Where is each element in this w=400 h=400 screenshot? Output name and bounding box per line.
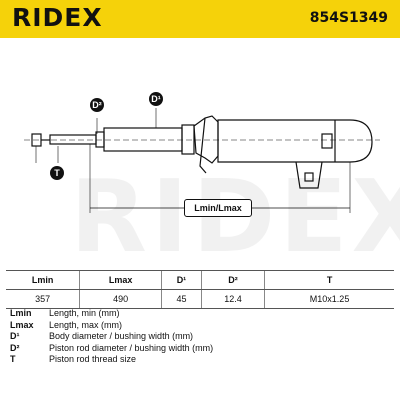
- brand-header: RIDEX 854S1349: [0, 0, 400, 38]
- spec-value: 45: [160, 289, 202, 309]
- legend-item: D¹ Body diameter / bushing width (mm): [10, 331, 213, 343]
- brand-logo: RIDEX: [12, 3, 103, 32]
- legend-item: D² Piston rod diameter / bushing width (m…: [10, 343, 213, 355]
- spec-header-row: Lmin Lmax D¹ D² T: [6, 270, 394, 290]
- spec-header: D²: [200, 270, 265, 290]
- piston-rod: [49, 134, 97, 145]
- spec-value-row: 357 490 45 12.4 M10x1.25: [6, 289, 394, 309]
- legend-key: Lmax: [10, 319, 34, 330]
- body-upper: [103, 127, 183, 152]
- spec-value: 12.4: [200, 289, 265, 309]
- legend-desc: Piston rod diameter / bushing width (mm): [49, 342, 214, 353]
- spec-header: D¹: [160, 270, 202, 290]
- legend-key: D¹: [10, 331, 20, 341]
- shock-absorber-drawing: [24, 108, 380, 213]
- body-main: [217, 119, 373, 163]
- spec-header: T: [264, 270, 394, 290]
- legend-item: Lmin Length, min (mm): [10, 308, 213, 320]
- legend-key: T: [10, 354, 16, 364]
- spec-value: 357: [6, 289, 80, 309]
- mount-bracket: [193, 115, 219, 164]
- spec-value: 490: [79, 289, 162, 309]
- legend-desc: Body diameter / bushing width (mm): [49, 331, 194, 341]
- part-number: 854S1349: [309, 10, 388, 26]
- legend-desc: Length, max (mm): [49, 319, 123, 330]
- spec-header: Lmax: [79, 270, 162, 290]
- t-marker: T: [50, 166, 64, 180]
- technical-drawing: RIDEX: [0, 38, 400, 275]
- legend-key: Lmin: [10, 308, 32, 318]
- d1-marker: D¹: [149, 92, 163, 106]
- legend-item: T Piston rod thread size: [10, 354, 213, 366]
- length-label: Lmin/Lmax: [184, 199, 252, 217]
- spec-table: Lmin Lmax D¹ D² T 357 490 45 12.4 M10x1.…: [6, 270, 394, 309]
- legend-desc: Piston rod thread size: [49, 354, 137, 364]
- d2-marker: D²: [90, 98, 104, 112]
- legend-item: Lmax Length, max (mm): [10, 320, 213, 332]
- legend: Lmin Length, min (mm) Lmax Length, max (mm…: [10, 308, 213, 366]
- spec-header: Lmin: [6, 270, 80, 290]
- legend-key: D²: [10, 342, 20, 353]
- legend-desc: Length, min (mm): [49, 308, 120, 318]
- spec-value: M10x1.25: [264, 289, 394, 309]
